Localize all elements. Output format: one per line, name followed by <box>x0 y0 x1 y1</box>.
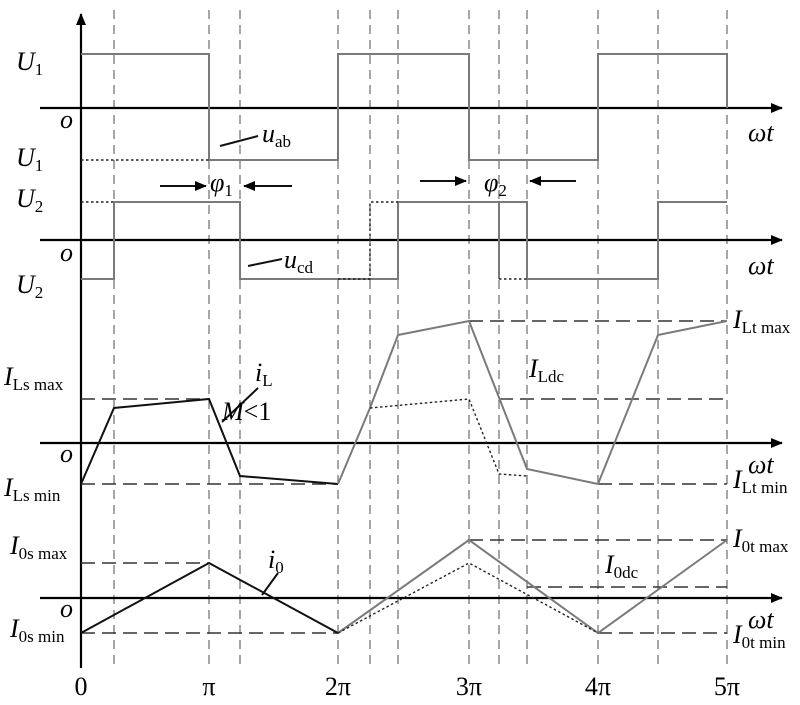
ils-min-label: ILs min <box>3 473 61 505</box>
ils-max-label: ILs max <box>3 362 64 394</box>
i0-waveform <box>80 538 728 635</box>
origin-label-3: o <box>60 439 73 468</box>
phi1-label: φ1 <box>210 168 233 200</box>
u1-pos-label: U1 <box>16 47 43 79</box>
ucd-waveform <box>81 201 727 280</box>
uab-waveform <box>81 53 728 161</box>
ilt-max-label: ILt max <box>732 305 791 337</box>
origin-label-2: o <box>60 238 73 267</box>
il-label: iL <box>255 358 273 390</box>
origin-label-1: o <box>60 105 73 134</box>
omega-t-label-1: ωt <box>748 118 774 147</box>
ildc-label: ILdc <box>528 354 565 386</box>
omega-t-label-3: ωt <box>748 450 774 479</box>
il-waveform <box>80 319 728 486</box>
x-tick-4pi: 4π <box>585 672 611 701</box>
x-tick-3pi: 3π <box>456 672 482 701</box>
phase-arrows <box>160 176 576 191</box>
i0t-min-label: I0t min <box>732 620 786 652</box>
u2-neg-label: U2 <box>16 270 43 302</box>
panel1-labels: U1 U1 uab φ1 φ2 <box>16 47 507 200</box>
u2-pos-label: U2 <box>16 184 43 216</box>
omega-t-label-4: ωt <box>748 605 774 634</box>
x-tick-5pi: 5π <box>714 672 740 701</box>
i0-label: i0 <box>268 545 284 577</box>
m-condition-label: M<1 <box>221 397 271 426</box>
omega-t-label-2: ωt <box>748 251 774 280</box>
panel2-labels: U2 U2 ucd <box>16 184 314 302</box>
uab-label: uab <box>262 119 291 151</box>
x-tick-pi: π <box>202 672 215 701</box>
i0s-min-label: I0s min <box>9 614 65 646</box>
u1-neg-label: U1 <box>16 143 43 175</box>
origin-label-4: o <box>60 594 73 623</box>
i0t-max-label: I0t max <box>732 524 789 556</box>
phi2-label: φ2 <box>484 168 507 200</box>
axis-variable-labels: ωt ωt ωt ωt <box>748 118 774 634</box>
ucd-label: ucd <box>284 245 314 277</box>
x-tick-0: 0 <box>75 672 88 701</box>
x-tick-2pi: 2π <box>325 672 351 701</box>
origin-labels: o o o o <box>60 105 73 623</box>
panel4-labels: I0s max I0s min I0t max I0t min I0dc i0 <box>9 524 789 652</box>
panel3-labels: ILs max ILs min ILt max ILt min ILdc iL … <box>3 305 791 505</box>
i0s-max-label: I0s max <box>9 531 68 563</box>
ilt-min-label: ILt min <box>732 465 788 497</box>
i0dc-label: I0dc <box>604 550 639 582</box>
x-tick-labels: 0 π 2π 3π 4π 5π <box>75 672 741 701</box>
